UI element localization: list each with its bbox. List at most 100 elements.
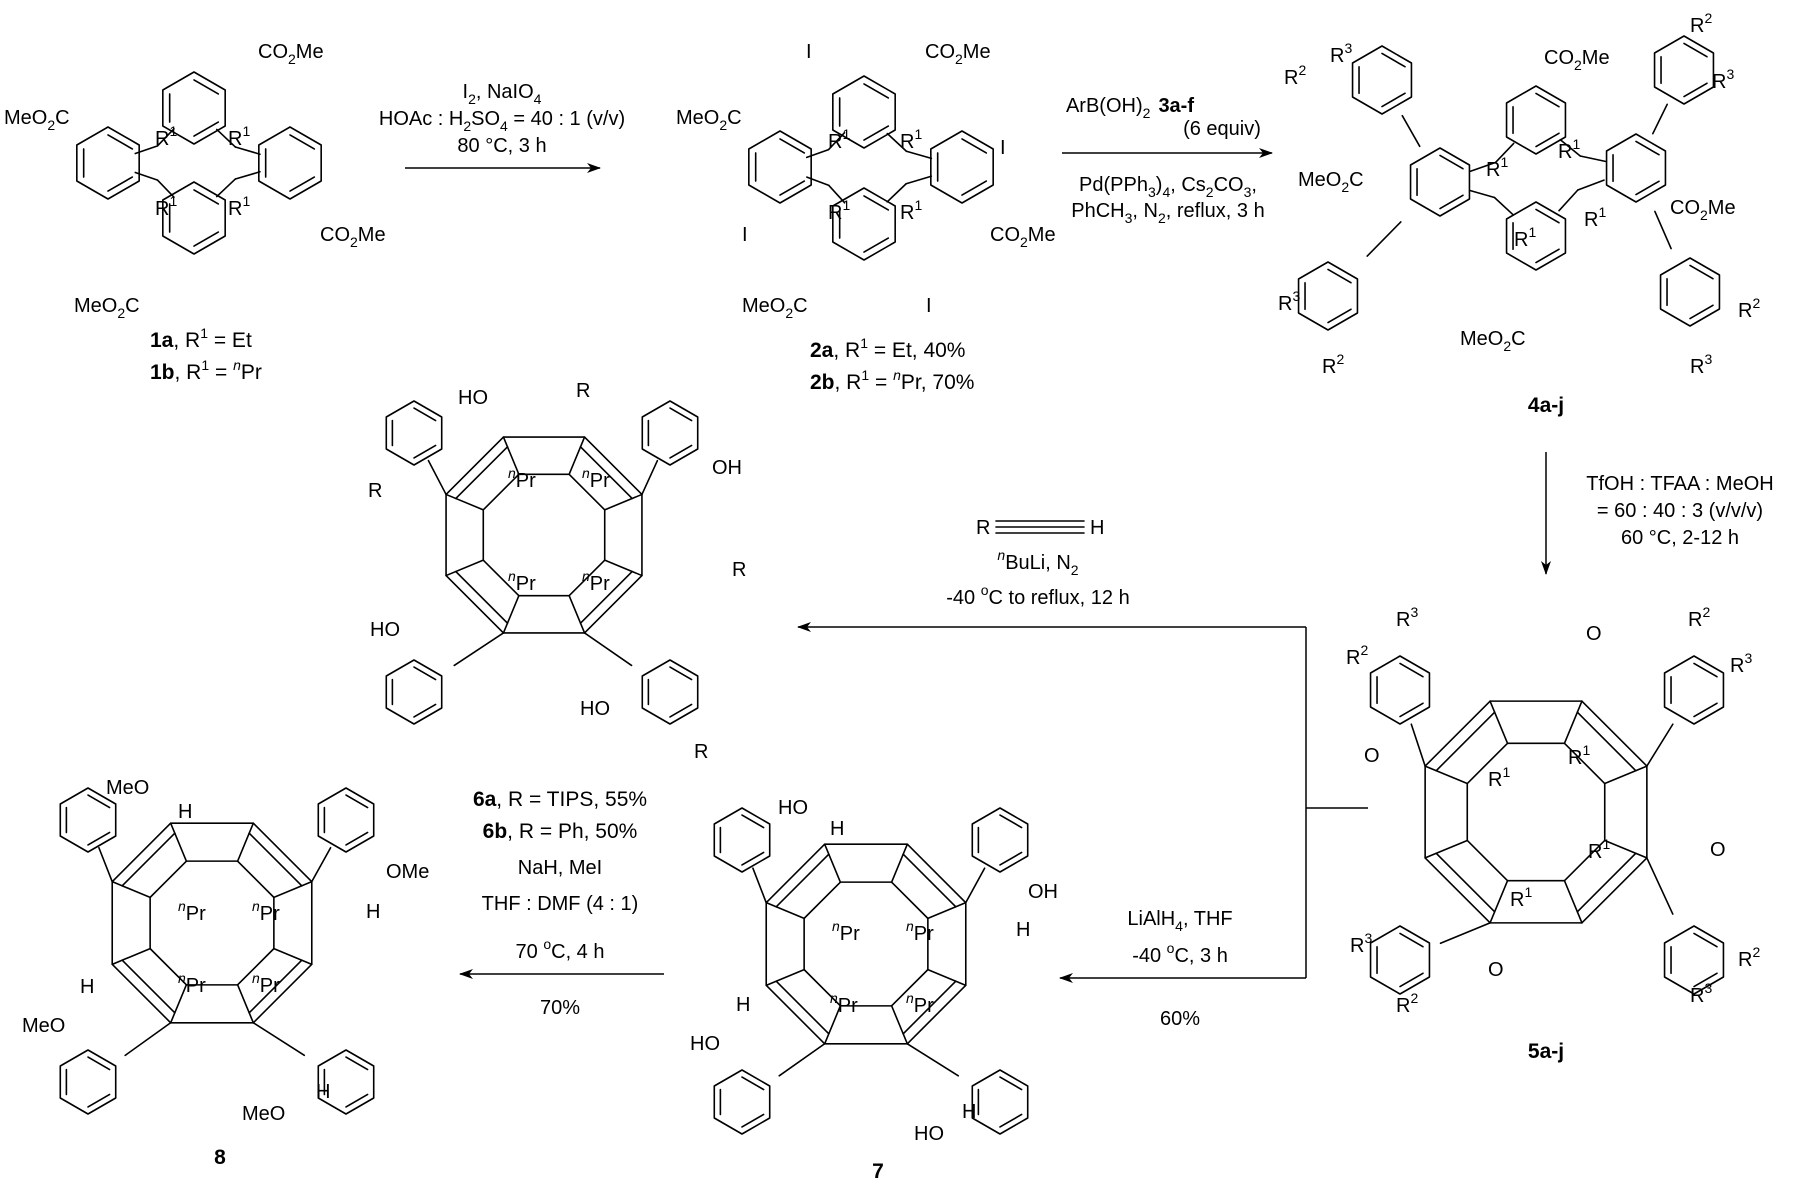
double-bond	[413, 407, 437, 422]
svg-text:CO2Me: CO2Me	[258, 41, 324, 67]
double-bond	[1635, 180, 1660, 196]
bond	[1652, 103, 1668, 135]
svg-text:HO: HO	[370, 619, 400, 641]
bond	[890, 1005, 909, 1045]
double-bond	[669, 666, 693, 681]
bond	[502, 436, 520, 476]
svg-text:R1: R1	[1486, 154, 1508, 181]
benzene-ring	[713, 1069, 771, 1135]
benzene-ring	[1653, 35, 1715, 105]
double-bond	[999, 814, 1023, 829]
svg-text:= 60 : 40 : 3 (v/v/v): = 60 : 40 : 3 (v/v/v)	[1597, 500, 1763, 522]
bond	[1576, 711, 1637, 772]
bond	[502, 594, 520, 634]
double-bond	[1381, 92, 1406, 108]
benzene-ring	[1663, 655, 1725, 725]
bond	[823, 1005, 842, 1045]
double-bond	[1399, 932, 1424, 948]
bond	[1579, 155, 1607, 163]
bond	[1646, 723, 1674, 767]
bond	[1576, 852, 1637, 913]
double-bond	[1693, 702, 1718, 718]
benzene-ring	[930, 130, 994, 204]
bond	[1563, 879, 1583, 924]
compound-1a-label: 1a, R1 = Et	[150, 325, 252, 352]
double-bond	[1535, 92, 1560, 108]
bond	[427, 459, 447, 496]
double-bond	[741, 851, 765, 866]
svg-text:CO2Me: CO2Me	[320, 224, 386, 250]
reaction-1-conditions: I2, NaIO4 HOAc : H2SO4 = 40 : 1 (v/v) 80…	[379, 81, 625, 157]
svg-text:H: H	[962, 1101, 976, 1123]
double-bond	[87, 1093, 111, 1108]
svg-text:R2: R2	[1322, 351, 1344, 378]
double-bond	[961, 180, 988, 196]
svg-text:R: R	[976, 517, 990, 539]
svg-text:R1: R1	[155, 193, 177, 220]
bond	[927, 901, 967, 920]
double-bond	[345, 831, 369, 846]
benzene-ring	[317, 787, 375, 853]
double-bond	[863, 125, 890, 141]
double-bond	[87, 794, 111, 809]
compound-5-structure	[1369, 655, 1725, 995]
double-bond	[999, 1113, 1023, 1128]
bond	[453, 632, 505, 667]
svg-text:nBuLi, N2: nBuLi, N2	[997, 547, 1078, 578]
bond	[215, 128, 237, 148]
bond	[905, 175, 933, 185]
bond	[1493, 196, 1514, 216]
bond	[134, 145, 159, 155]
bond	[1577, 179, 1605, 191]
double-bond	[779, 138, 806, 154]
double-bond	[741, 814, 765, 829]
double-bond	[1683, 42, 1708, 58]
compound-7-atoms: HO H OH H nPr nPr nPr nPr H HO H HO	[690, 797, 1058, 1145]
svg-text:THF : DMF (4 : 1): THF : DMF (4 : 1)	[482, 893, 639, 915]
svg-text:MeO2C: MeO2C	[676, 107, 742, 133]
svg-text:O: O	[1586, 623, 1602, 645]
double-bond	[345, 794, 369, 809]
benzene-ring	[1605, 133, 1667, 203]
benzene-ring	[832, 75, 896, 149]
bond	[310, 846, 332, 883]
benzene-ring	[748, 130, 812, 204]
double-bond	[107, 134, 134, 150]
bond	[455, 570, 509, 624]
double-bond	[1439, 154, 1464, 170]
bond	[121, 959, 176, 1014]
bond	[827, 131, 846, 151]
svg-text:H: H	[736, 994, 750, 1016]
bond	[886, 182, 907, 203]
double-bond	[779, 180, 806, 196]
macrocycle-outer	[111, 822, 313, 1024]
svg-text:H: H	[80, 976, 94, 998]
compound-8-atoms: MeO H OMe H nPr nPr nPr nPr H MeO H MeO	[22, 777, 429, 1125]
svg-text:80 °C, 3 h: 80 °C, 3 h	[457, 135, 546, 157]
double-bond	[413, 703, 437, 718]
bond	[1654, 210, 1672, 250]
bond	[445, 493, 485, 511]
svg-text:R2: R2	[1688, 604, 1710, 631]
double-bond	[1327, 268, 1352, 284]
benzene-ring	[385, 400, 443, 466]
svg-text:nPr: nPr	[906, 918, 934, 945]
macrocycle-inner	[803, 881, 929, 1007]
bond	[1489, 879, 1509, 924]
svg-text:-40 oC, 3 h: -40 oC, 3 h	[1132, 940, 1228, 967]
bond	[121, 832, 176, 887]
bond	[906, 1042, 960, 1077]
svg-text:MeO2C: MeO2C	[1298, 169, 1364, 195]
benzene-ring	[1505, 85, 1567, 155]
benzene-ring	[162, 71, 226, 145]
svg-text:LiAlH4, THF: LiAlH4, THF	[1127, 908, 1232, 934]
compound-6-structure	[385, 400, 699, 725]
bond	[1603, 839, 1648, 859]
svg-text:R2: R2	[1284, 62, 1306, 89]
svg-text:HO: HO	[580, 698, 610, 720]
svg-text:nPr: nPr	[582, 465, 610, 492]
svg-text:R3: R3	[1396, 604, 1418, 631]
compound-6a-label: 6a, R = TIPS, 55%	[473, 788, 647, 811]
double-bond	[1689, 304, 1714, 320]
svg-text:CO2Me: CO2Me	[925, 41, 991, 67]
